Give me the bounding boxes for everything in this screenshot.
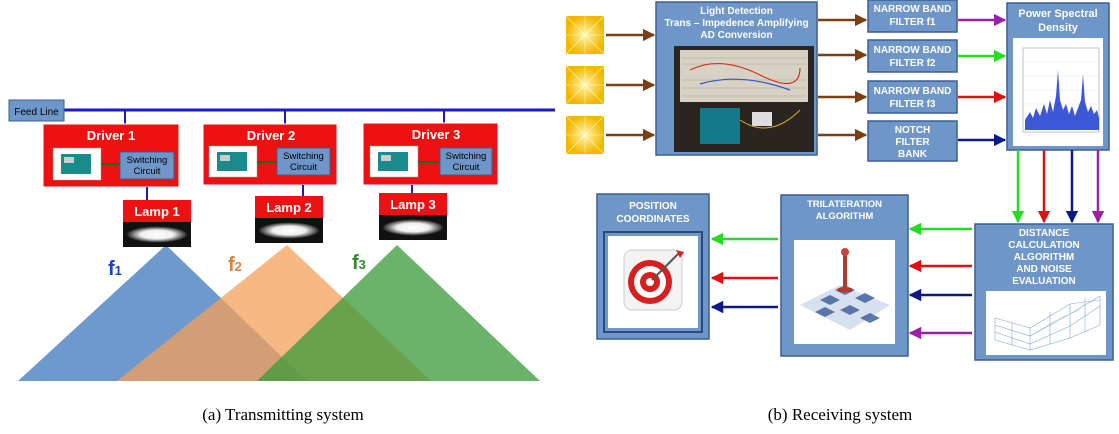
notch-filter-label: NOTCH <box>895 125 931 136</box>
light-detection-sub: Trans – Impedence Amplifying <box>664 18 808 29</box>
driver-2: Driver 2 Switching Circuit Lamp 2 <box>202 110 338 243</box>
beam-triangle-3 <box>257 245 540 381</box>
psd-title: Power Spectral <box>1018 8 1097 20</box>
photodiode-2 <box>565 65 605 105</box>
filter-f2-label: NARROW BAND <box>874 45 952 56</box>
trilateration-title: TRILATERATION <box>807 199 882 210</box>
distance-calc-title-2: CALCULATION <box>1008 240 1079 251</box>
distance-calc-title: DISTANCE <box>1019 228 1070 239</box>
feed-line-box <box>8 99 65 122</box>
filter-f3-box <box>867 80 958 114</box>
panel-b-receiving: Light Detection Trans – Impedence Amplif… <box>565 0 1114 424</box>
light-detection-title: Light Detection <box>700 6 773 17</box>
notch-filter-box <box>867 120 958 162</box>
lamp-2-label: Lamp 2 <box>266 200 312 215</box>
switching-circuit-3-label: Switching <box>446 151 487 162</box>
freq-label-1: f1 <box>108 258 122 280</box>
filter-f1-label-2: FILTER f1 <box>890 17 936 28</box>
switching-circuit-1 <box>119 151 175 180</box>
driver-1: Driver 1 Switching Circuit Lamp 1 <box>42 110 191 247</box>
lamp-1-label-box <box>123 200 191 222</box>
distance-calc-title-5: EVALUATION <box>1012 276 1076 287</box>
photodiode-3 <box>565 115 605 155</box>
filter-f2-label-2: FILTER f2 <box>890 58 936 69</box>
lamp-3-label: Lamp 3 <box>390 197 436 212</box>
switching-circuit-1-label: Switching <box>127 155 168 166</box>
switching-circuit-3-label-2: Circuit <box>453 162 480 173</box>
filter-f3-label: NARROW BAND <box>874 86 952 97</box>
filter-f1-label: NARROW BAND <box>874 4 952 15</box>
psd-title-2: Density <box>1038 22 1079 34</box>
filter-f2-box <box>867 39 958 73</box>
distance-calc-title-4: AND NOISE <box>1016 264 1072 275</box>
trilateration-title-2: ALGORITHM <box>816 211 874 222</box>
freq-label-2: f2 <box>228 254 242 276</box>
light-detection-sub2: AD Conversion <box>700 30 772 41</box>
driver-1-title: Driver 1 <box>87 128 135 143</box>
lamp-2-label-box <box>255 196 323 218</box>
lamp-3-label-box <box>379 193 447 215</box>
switching-circuit-2-label-2: Circuit <box>290 162 317 173</box>
distance-calc-title-3: ALGORITHM <box>1014 252 1075 263</box>
psd-plot-image <box>1013 38 1103 146</box>
driver-2-title: Driver 2 <box>247 128 295 143</box>
switching-circuit-2 <box>276 147 331 176</box>
panel-a-transmitting: Feed Line Driver 1 Switching Circuit Lam… <box>8 99 555 424</box>
target-icon <box>608 236 698 328</box>
switching-circuit-1-label-2: Circuit <box>134 166 161 177</box>
chessboard-image <box>794 240 895 344</box>
driver-3: Driver 3 Switching Circuit Lamp 3 <box>362 110 499 240</box>
switching-circuit-3 <box>439 147 493 176</box>
photodiode-1 <box>565 15 605 55</box>
driver-3-title: Driver 3 <box>412 127 460 142</box>
notch-filter-label-2: FILTER <box>895 137 930 148</box>
position-title: POSITION <box>629 201 677 212</box>
position-title-2: COORDINATES <box>616 214 689 225</box>
freq-label-3: f3 <box>352 252 366 274</box>
switching-circuit-2-label: Switching <box>283 151 324 162</box>
filter-f1-box <box>867 0 958 33</box>
notch-filter-label-3: BANK <box>898 149 928 160</box>
breadboard-photo <box>674 46 814 152</box>
caption-a: (a) Transmitting system <box>202 405 364 424</box>
lamp-1-label: Lamp 1 <box>134 204 180 219</box>
feed-line-label: Feed Line <box>14 107 59 118</box>
caption-b: (b) Receiving system <box>768 405 912 424</box>
filter-f3-label-2: FILTER f3 <box>890 99 936 110</box>
surface-plot-image <box>986 291 1106 355</box>
